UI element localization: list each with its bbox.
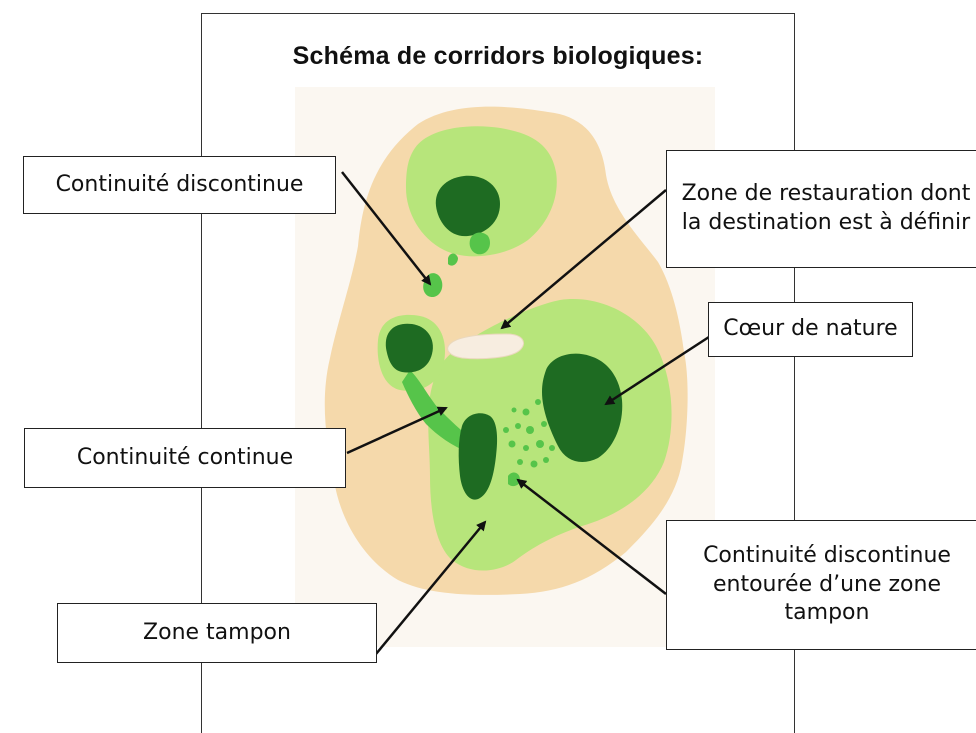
stepping-dot xyxy=(517,459,523,465)
arrow-zone-tampon xyxy=(375,520,487,655)
buffer-south xyxy=(428,299,672,571)
arrow-continuite-tampon xyxy=(516,478,667,595)
stepping-dot xyxy=(511,407,517,413)
stepping-dot xyxy=(515,423,521,429)
stepping-dot xyxy=(522,408,530,416)
label-continuite-discontinue-tampon: Continuité discontinue entourée d’une zo… xyxy=(666,520,976,650)
arrow-coeur-de-nature xyxy=(604,333,713,406)
arrow-continuite-continue xyxy=(346,406,448,455)
arrow-zone-restauration xyxy=(500,189,667,330)
diagram-title: Schéma de corridors biologiques: xyxy=(292,42,704,70)
core-west xyxy=(385,323,433,373)
core-north xyxy=(435,175,500,237)
stepping-dot xyxy=(530,460,538,468)
stepping-dot xyxy=(535,399,541,405)
label-continuite-discontinue: Continuité discontinue xyxy=(23,156,336,214)
label-continuite-continue: Continuité continue xyxy=(24,428,346,488)
patch-north-2 xyxy=(448,253,458,266)
label-zone-restauration: Zone de restauration dont la destination… xyxy=(666,150,976,268)
stepping-dot xyxy=(508,440,516,448)
stepping-dot xyxy=(549,445,555,451)
patch-south-stepping-stone xyxy=(508,472,520,487)
stepping-dot xyxy=(543,457,549,463)
stepping-dot xyxy=(526,426,534,434)
stepping-dot xyxy=(523,445,529,451)
stepping-dot xyxy=(503,427,509,433)
stepping-dot xyxy=(536,440,544,448)
restoration-zone xyxy=(447,333,524,360)
core-center-south xyxy=(458,413,498,500)
stepping-dot xyxy=(541,421,547,427)
core-east-coeur-de-nature xyxy=(542,353,623,462)
label-coeur-de-nature: Cœur de nature xyxy=(708,302,913,357)
stepping-stone-dots xyxy=(503,399,555,468)
patch-north-1 xyxy=(469,232,490,255)
arrow-continuite-discontinue xyxy=(341,171,432,286)
label-zone-tampon: Zone tampon xyxy=(57,603,377,663)
arrows xyxy=(341,171,713,655)
